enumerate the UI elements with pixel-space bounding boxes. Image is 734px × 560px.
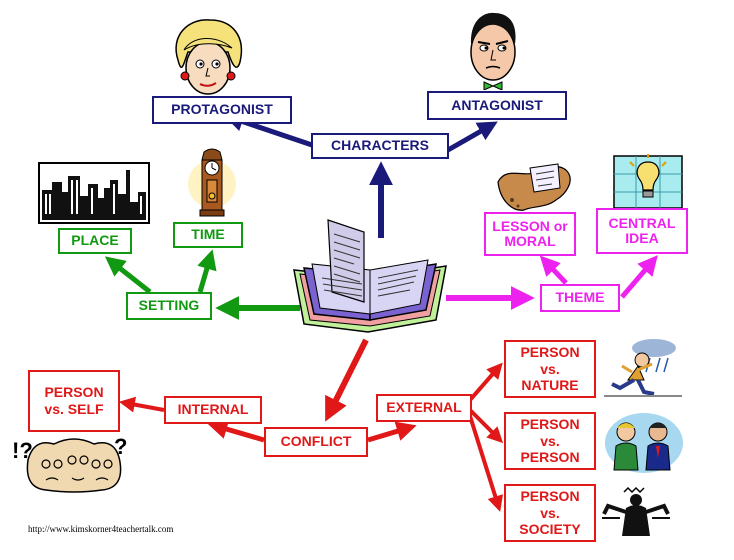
treasure-map-icon [497,163,571,211]
external-box: EXTERNAL [376,394,472,422]
lightbulb-puzzle-icon [613,154,683,209]
arrow-external-to-nature [468,362,503,402]
central-idea-box: CENTRAL IDEA [596,208,688,254]
confused-faces-icon: !? ? [12,434,127,493]
characters-box: CHARACTERS [311,133,449,159]
arrow-theme-to-lesson [539,255,568,285]
place-box: PLACE [58,228,132,254]
arrow-conflict-to-external [367,421,417,443]
city-skyline-icon [38,162,150,224]
setting-box: SETTING [126,292,212,320]
lesson-label: LESSON or MORAL [492,217,568,249]
running-man-storm-icon [604,339,682,397]
svg-text:!?: !? [12,438,33,463]
arrow-setting-to-place [104,256,152,294]
person-vs-nature-label: PERSON vs. NATURE [520,343,580,394]
time-box: TIME [173,222,243,248]
protagonist-box: PROTAGONIST [152,96,292,124]
footer-url[interactable]: http://www.kimskorner4teachertalk.com [28,524,174,534]
arrow-book-to-conflict [325,338,369,422]
theme-box: THEME [540,284,620,312]
person-vs-society-label: PERSON vs. SOCIETY [519,487,581,538]
grandfather-clock-icon [188,148,236,217]
arrow-conflict-to-internal [207,419,265,443]
open-book-icon [293,219,447,333]
two-men-icon [605,413,683,473]
person-vs-person-label: PERSON vs. PERSON [520,415,580,466]
arrow-internal-to-self [118,396,165,413]
man-face-icon [470,12,516,90]
person-vs-self-box: PERSON vs. SELF [28,370,120,432]
antagonist-box: ANTAGONIST [427,91,567,120]
arrow-setting-to-time [197,249,217,293]
arrow-external-to-society [468,415,503,512]
frustrated-man-icon [602,486,670,536]
arrow-theme-to-central-idea [620,255,658,299]
internal-box: INTERNAL [164,396,262,424]
person-vs-person-box: PERSON vs. PERSON [504,412,596,470]
conflict-box: CONFLICT [264,427,368,457]
arrow-external-to-person [468,408,504,444]
person-vs-self-label: PERSON vs. SELF [44,384,104,417]
central-idea-label: CENTRAL IDEA [608,214,676,246]
woman-face-icon [175,19,243,95]
person-vs-society-box: PERSON vs. SOCIETY [504,484,596,542]
lesson-box: LESSON or MORAL [484,212,576,256]
arrow-characters-to-antagonist [446,121,498,153]
person-vs-nature-box: PERSON vs. NATURE [504,340,596,398]
